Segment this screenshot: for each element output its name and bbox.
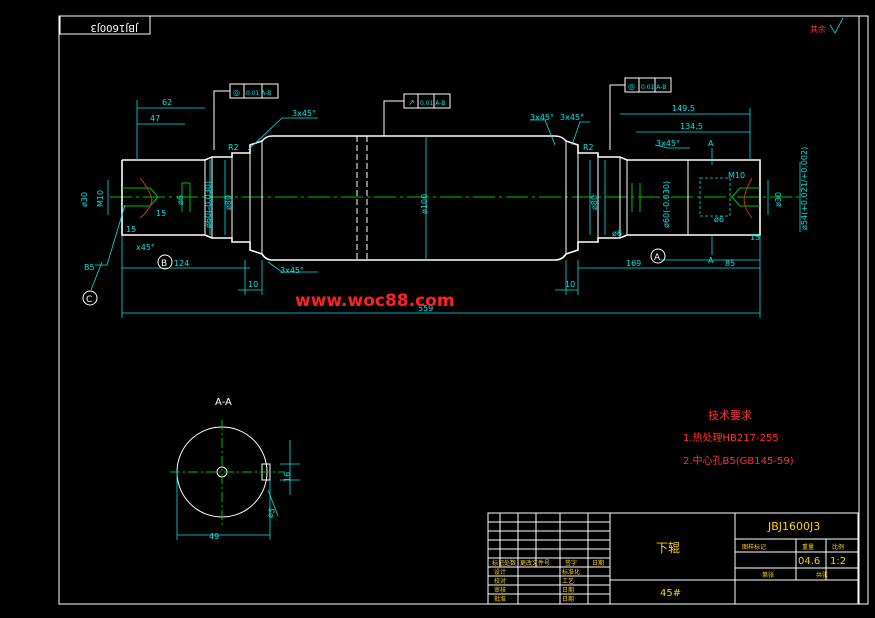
dim-phi54: ø54(+0.021/+0.002)	[800, 147, 809, 230]
dim-15-b: 15	[156, 209, 166, 218]
section-mark-a-bottom: A	[708, 256, 714, 265]
tech-req-title: 技术要求	[708, 409, 752, 422]
role-approve: 批准	[494, 595, 506, 603]
dim-phi100: ø100	[420, 194, 429, 214]
role-design: 设计	[494, 568, 506, 576]
dim-m10-right: M10	[728, 171, 745, 180]
rev-header-date: 日期	[592, 559, 604, 567]
rev-header-sign: 签字	[565, 559, 577, 567]
tech-req-2: 2.中心孔B5(GB145-59)	[683, 454, 794, 467]
dim-phi6-sec: ø6	[714, 215, 724, 224]
section-label: A-A	[215, 397, 232, 408]
datum-c: C	[86, 295, 92, 305]
dim-total: 559	[418, 304, 433, 313]
datum-a: A	[654, 253, 661, 263]
dim-15-c: 15	[750, 233, 760, 242]
roughness-note: 其余	[810, 24, 826, 34]
dim-10-left: 10	[248, 280, 258, 289]
roughness-symbol-icon	[829, 17, 844, 34]
part-name: 下辊	[656, 541, 680, 555]
dim-r2-left: R2	[228, 143, 239, 152]
dim-10-right: 10	[565, 280, 575, 289]
dim-16: 16	[283, 472, 292, 482]
dim-m10-left: M10	[96, 190, 105, 207]
role-review: 审核	[494, 586, 506, 594]
title-block	[487, 512, 859, 605]
dim-15-a: 15	[126, 225, 136, 234]
rev-header-mark: 标记	[492, 559, 504, 567]
dim-r2-right: R2	[583, 143, 594, 152]
role-date-1: 日期	[562, 586, 574, 594]
role-check: 校对	[494, 577, 506, 585]
shaft-view	[82, 77, 801, 318]
drawing-number-mirrored: JBJ1600J3	[90, 22, 139, 33]
sheets-total: 共张	[816, 571, 828, 579]
dim-phi80-right: ø80	[590, 195, 599, 210]
dim-62: 62	[162, 98, 172, 107]
tol-mid: 0.01 A-B	[420, 100, 445, 107]
sheet-no: 第张	[762, 571, 774, 579]
tol-symbol-right: ◎	[628, 82, 635, 91]
header-scale: 比例	[832, 543, 844, 551]
section-view	[170, 420, 300, 540]
tol-right: 0.01 A-B	[641, 84, 666, 91]
rev-header-file: 更改文件号	[520, 559, 550, 567]
dim-phi60-left: ø60(-0.030)	[204, 181, 213, 228]
dim-phi30-left: ø30	[80, 192, 89, 207]
dim-phi30-right: ø30	[774, 192, 783, 207]
dim-chamfer-2: 3x45°	[280, 266, 304, 275]
outer-border	[58, 15, 869, 605]
drawing-number-box	[59, 15, 151, 35]
header-stage: 图样标记	[742, 543, 766, 551]
tol-symbol-mid: ↗	[408, 98, 415, 107]
tol-left: 0.01 A-B	[246, 90, 271, 97]
weight-value: 04.6	[798, 556, 820, 567]
rev-header-count: 处数	[504, 559, 516, 567]
inner-border	[58, 15, 860, 605]
role-date-2: 日期	[562, 595, 574, 603]
dim-134-5: 134.5	[680, 122, 703, 131]
dim-169: 169	[626, 259, 641, 268]
tol-symbol-left: ◎	[233, 88, 240, 97]
role-process: 工艺	[562, 577, 574, 585]
dim-phi60-right: ø60(-0.030)	[662, 181, 671, 228]
role-standard: 标准化	[562, 568, 580, 576]
dim-85: 85	[725, 259, 735, 268]
dim-x45: x45°	[136, 243, 155, 252]
title-drawing-number: JBJ1600J3	[767, 520, 820, 533]
dim-phi6-left: ø6	[612, 229, 622, 238]
dim-phi80-left: ø80	[224, 195, 233, 210]
dim-124: 124	[174, 259, 189, 268]
scale-value: 1:2	[830, 556, 846, 567]
dim-chamfer-3: 3x45°	[530, 113, 554, 122]
dim-49: 49	[209, 532, 219, 541]
header-weight: 重量	[802, 543, 814, 551]
dim-section-phi: ø5	[265, 507, 277, 519]
dim-chamfer-5: 3x45°	[656, 139, 680, 148]
dim-phi6-left-v: ø6	[176, 195, 185, 205]
dim-chamfer-1: 3x45°	[292, 109, 316, 118]
section-mark-a-top: A	[708, 139, 714, 148]
dim-b5: B5	[84, 263, 95, 272]
dim-149-5: 149.5	[672, 104, 695, 113]
dim-chamfer-4: 3x45°	[560, 113, 584, 122]
tech-req-1: 1.热处理HB217-255	[683, 431, 779, 444]
datum-b: B	[161, 259, 167, 269]
watermark: www.woc88.com	[295, 291, 455, 311]
dim-47: 47	[150, 114, 160, 123]
material: 45#	[660, 588, 681, 599]
